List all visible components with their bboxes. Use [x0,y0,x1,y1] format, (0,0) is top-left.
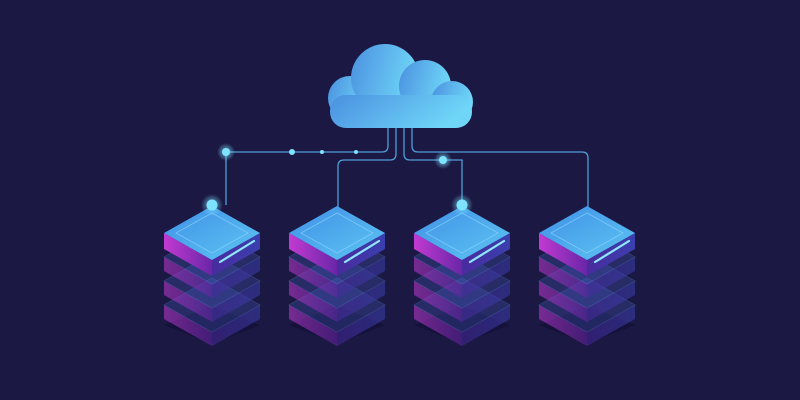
server-top-inset [300,212,374,254]
connector-node [456,199,468,211]
server-top-inset [175,212,249,254]
line-node [354,150,358,154]
server-shadow [539,306,635,344]
server-led-strip [593,239,631,264]
connection-line-4 [411,126,589,207]
server-layer [538,277,636,346]
server-top [289,206,385,260]
server-layer [288,277,386,346]
server-top [414,206,510,260]
server-side-left [164,233,212,276]
server-shadow [414,306,510,344]
server-layer [288,253,386,322]
connection-lines [225,126,589,207]
server-top-inset [425,212,499,254]
line-node [320,150,324,154]
server-layer [413,277,511,346]
server-3 [413,194,511,346]
server-layer [413,253,511,322]
server-side-left [539,233,587,276]
server-top [539,206,635,260]
connector-node [206,199,218,211]
server-layer [538,253,636,322]
connection-line-2 [337,126,397,207]
server-4 [538,206,636,346]
server-side-left [414,233,462,276]
server-led-strip [468,239,506,264]
server-shadow [164,306,260,344]
servers [163,194,636,346]
cloud-icon [328,44,473,128]
server-led-strip [343,239,381,264]
server-top [164,206,260,260]
line-node [289,149,295,155]
connection-line-3 [403,126,463,205]
server-led-strip [218,239,256,264]
server-layer [163,277,261,346]
server-2 [288,206,386,346]
connection-line-1 [225,126,389,205]
server-side-left [289,233,337,276]
line-nodes [217,143,452,169]
server-1 [163,194,261,346]
line-node [222,148,230,156]
server-shadow [289,306,385,344]
line-node [439,156,447,164]
server-top-inset [550,212,624,254]
server-layer [163,253,261,322]
